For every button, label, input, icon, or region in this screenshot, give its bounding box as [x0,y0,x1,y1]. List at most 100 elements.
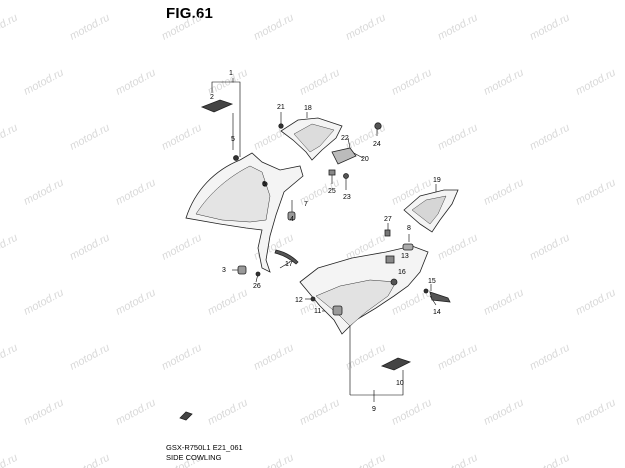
watermark-text: motod.ru [390,397,434,428]
nut-13 [385,255,395,264]
callout-17: 17 [285,261,293,268]
grommet-24 [374,122,382,130]
callout-7: 7 [304,201,308,208]
watermark-text: motod.ru [252,342,296,373]
callout-1: 1 [229,70,233,77]
callout-23: 23 [343,194,351,201]
nut-11 [332,305,343,316]
screw-21 [278,123,284,129]
watermark-text: motod.ru [436,452,480,468]
callout-19: 19 [433,177,441,184]
front-arrow-icon [179,411,193,421]
watermark-text: motod.ru [160,12,204,43]
callout-4: 4 [290,216,294,223]
watermark-text: motod.ru [482,177,526,208]
leader-17 [279,261,291,269]
clip-27 [384,229,391,237]
watermark-text: motod.ru [252,452,296,468]
watermark-text: motod.ru [160,342,204,373]
seal-strip [274,249,299,265]
watermark-text: motod.ru [528,342,572,373]
callout-8: 8 [407,225,411,232]
watermark-text: motod.ru [574,287,618,318]
watermark-text: motod.ru [114,397,158,428]
watermark-text: motod.ru [0,12,20,43]
lower-cowl-panel [315,279,397,327]
parts [179,99,459,421]
screw-12 [310,296,316,302]
callout-22: 22 [341,135,349,142]
callout-2: 2 [210,94,214,101]
washer-16 [390,278,398,286]
screw-6 [262,181,268,187]
callout-10: 10 [396,380,404,387]
watermark-text: motod.ru [114,67,158,98]
watermark-text: motod.ru [22,67,66,98]
section-name: SIDE COWLING [166,453,222,462]
watermark-text: motod.ru [22,397,66,428]
watermark-text: motod.ru [0,452,20,468]
watermark-text: motod.ru [574,67,618,98]
emblem-10 [380,357,412,371]
grommet-23 [343,173,349,179]
cushion-8 [402,243,414,251]
callout-15: 15 [428,278,436,285]
washer-15 [423,288,429,294]
nut-4 [287,211,296,221]
callout-26: 26 [253,283,261,290]
side-cover-recess [411,195,447,225]
watermark-text: motod.ru [482,67,526,98]
leader-9 [373,370,404,396]
callout-16: 16 [398,269,406,276]
watermark-text: motod.ru [298,67,342,98]
emblem-2 [200,99,234,113]
watermark-text: motod.ru [344,452,388,468]
figure-title: FIG.61 [166,5,214,22]
callout-labels: 1 2 3 4 5 6 7 8 9 10 11 12 13 14 15 16 1… [210,70,441,413]
leader-22 [347,137,351,149]
watermark-text: motod.ru [528,232,572,263]
upper-cowl-panel [195,165,271,223]
watermark-text: motod.ru [206,397,250,428]
clip-25 [328,169,336,176]
screw-5 [233,155,239,161]
watermark-text: motod.ru [114,287,158,318]
watermark-text: motod.ru [0,342,20,373]
watermark-text: motod.ru [574,397,618,428]
watermark-text: motod.ru [0,122,20,153]
callout-5: 5 [231,136,235,143]
watermark-text: motod.ru [68,452,112,468]
watermark-text: motod.ru [390,67,434,98]
watermark-text: motod.ru [206,287,250,318]
leader-1 [211,78,234,93]
watermark-text: motod.ru [436,232,480,263]
callout-12: 12 [295,297,303,304]
callout-18: 18 [304,105,312,112]
bolt-14 [429,291,451,303]
watermark-text: motod.ru [528,122,572,153]
callout-11: 11 [314,308,321,315]
callout-14: 14 [433,309,441,316]
watermark-text: motod.ru [574,177,618,208]
watermark-text: motod.ru [252,12,296,43]
screw-26 [255,271,261,277]
watermark-text: motod.ru [68,12,112,43]
callout-24: 24 [373,141,381,148]
watermark-text: motod.ru [482,397,526,428]
watermark-text: motod.ru [298,397,342,428]
leader-1b [233,81,241,157]
watermark-text: motod.ru [344,12,388,43]
callout-3: 3 [222,267,226,274]
callout-21: 21 [277,104,285,111]
callout-25: 25 [328,188,336,195]
watermark-text: motod.ru [22,177,66,208]
watermark-text: motod.ru [344,342,388,373]
watermark-text: motod.ru [436,12,480,43]
nut-3 [237,265,247,275]
callout-27: 27 [384,216,392,223]
bracket [331,147,357,165]
watermark-text: motod.ru [528,452,572,468]
watermark-text: motod.ru [68,232,112,263]
